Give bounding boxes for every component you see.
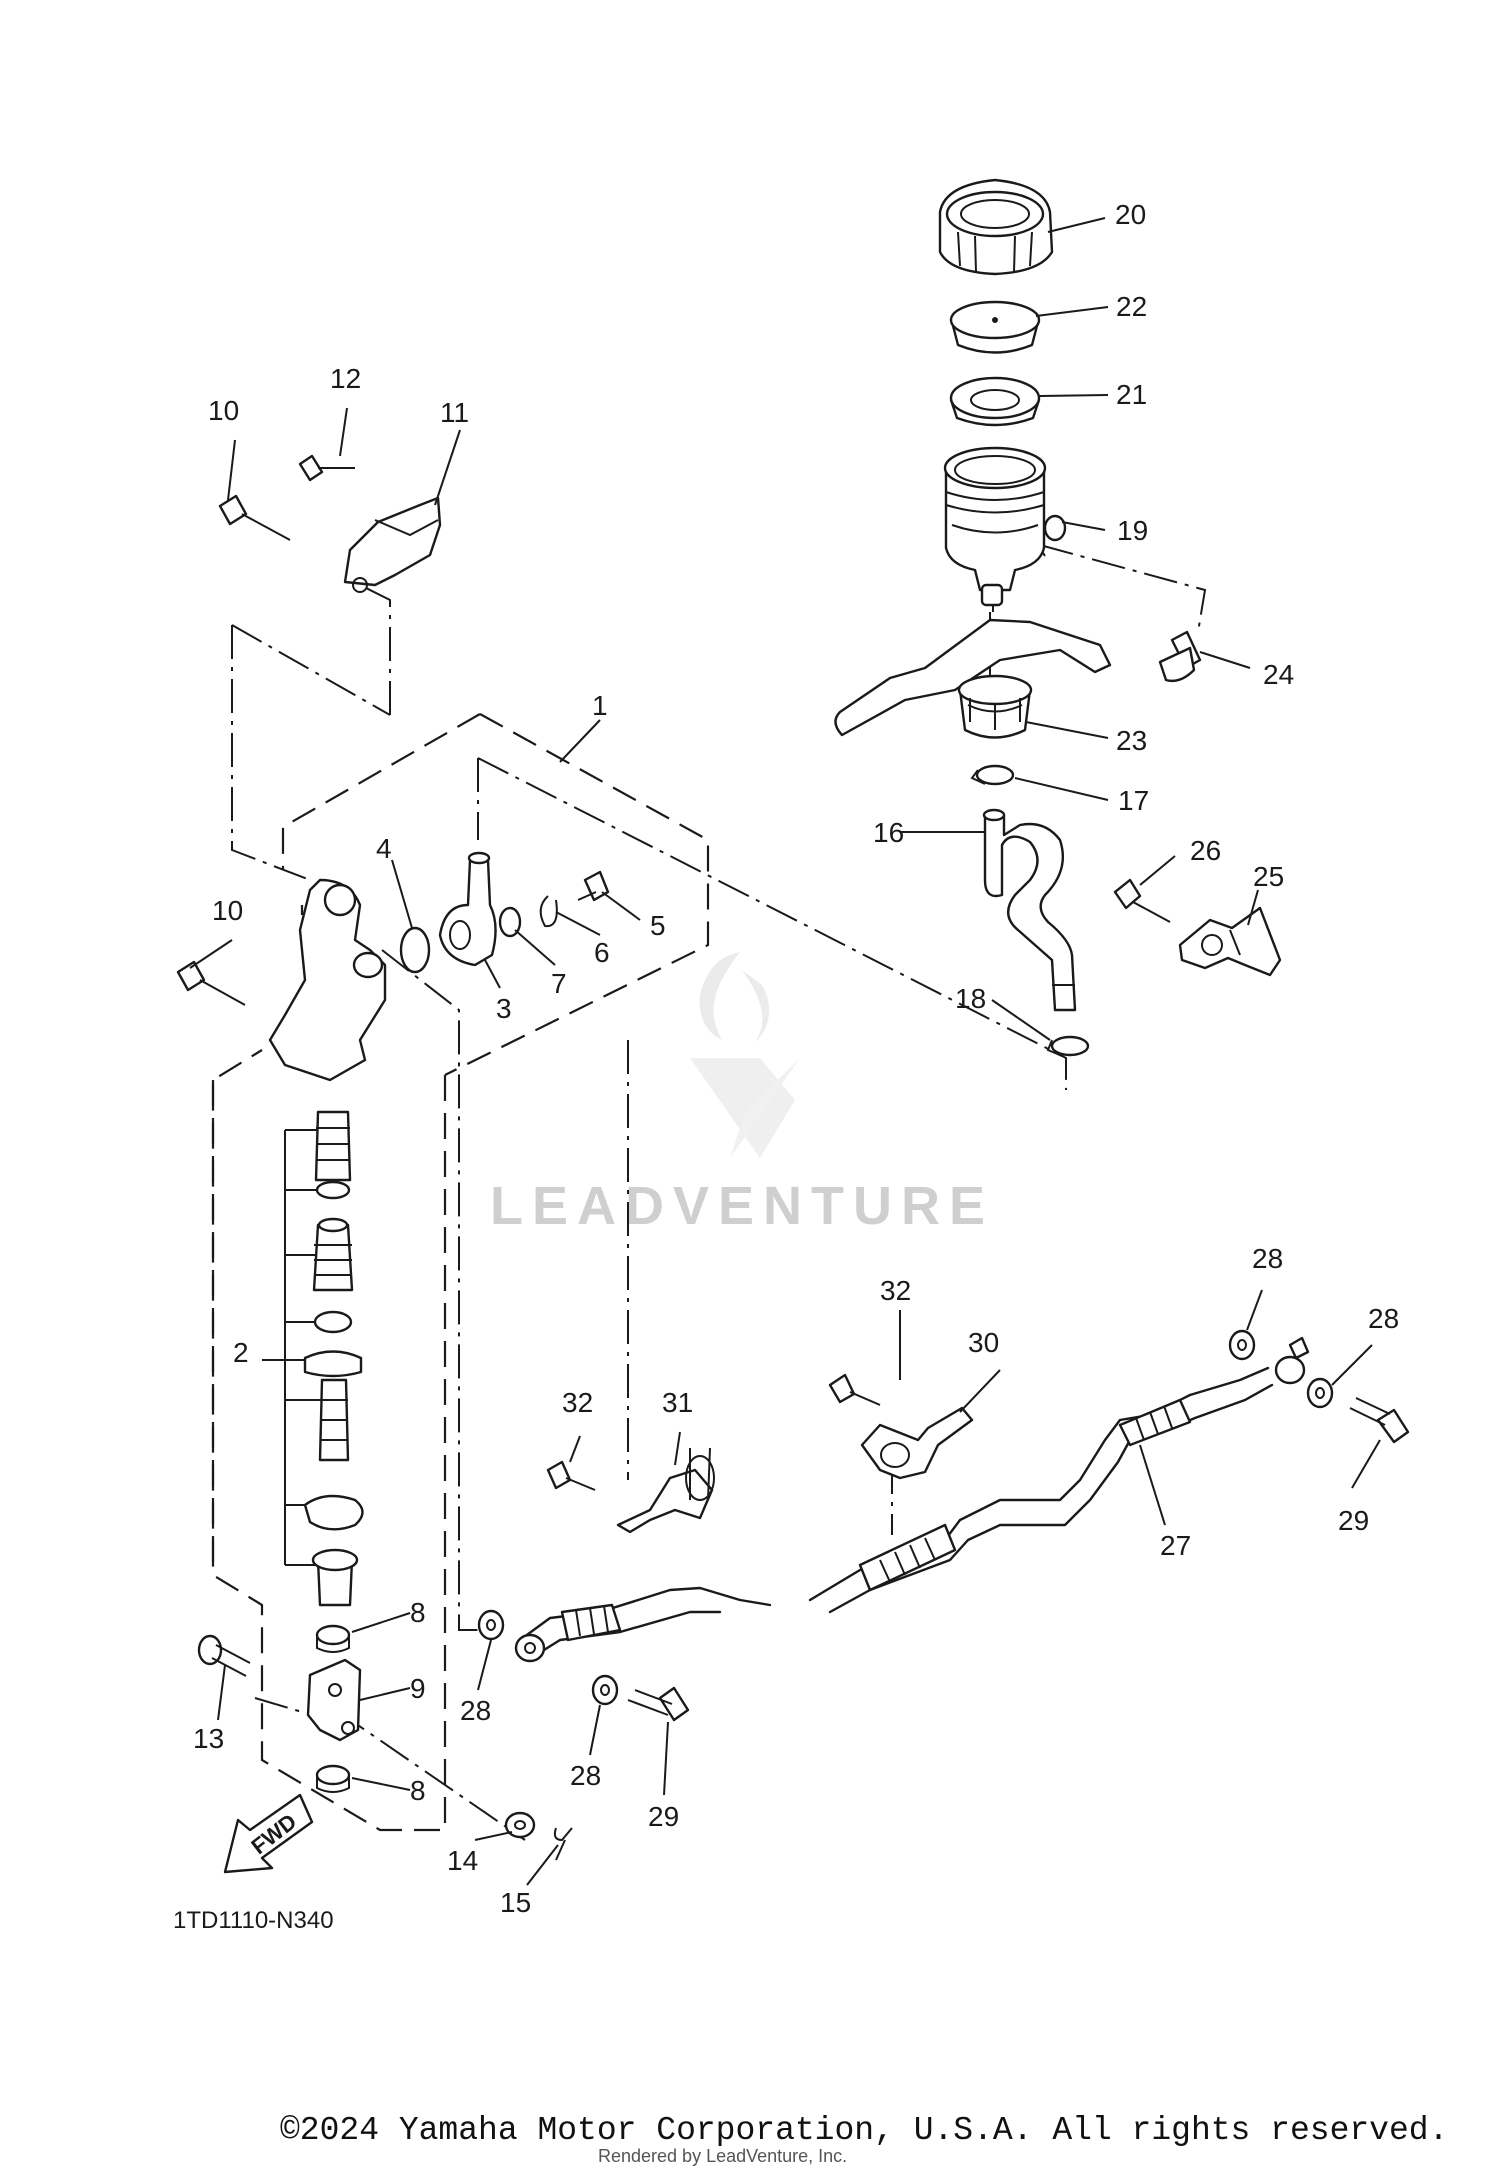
callout-11: 11 — [440, 397, 469, 428]
part-6-circlip — [539, 895, 558, 928]
callout-8-lower: 8 — [410, 1775, 426, 1806]
part-26-bolt — [1113, 878, 1171, 923]
callout-26: 26 — [1190, 835, 1221, 866]
part-16-reservoir-hose — [982, 808, 1077, 1012]
callout-27: 27 — [1160, 1530, 1191, 1561]
part-24-screw — [1158, 630, 1202, 683]
callout-28-c: 28 — [1252, 1243, 1283, 1274]
part-29-bolt-a — [627, 1686, 690, 1722]
guide-line-bracket-upper — [231, 624, 391, 716]
master-cylinder-body — [268, 878, 387, 1082]
callout-1: 1 — [592, 690, 608, 721]
callout-7: 7 — [551, 968, 567, 999]
part-10-bolt-lower — [176, 960, 246, 1006]
callout-28-a: 28 — [460, 1695, 491, 1726]
callout-8-upper: 8 — [410, 1597, 426, 1628]
callout-14: 14 — [447, 1845, 478, 1876]
callout-20: 20 — [1115, 199, 1146, 230]
part-28-washer-a — [477, 1609, 505, 1641]
callout-labels: 1 2 3 4 5 6 7 8 8 9 10 10 11 12 13 14 15… — [193, 199, 1399, 1918]
callout-9: 9 — [410, 1673, 426, 1704]
part-10-bolt-upper — [218, 494, 291, 541]
watermark-text: LEADVENTURE — [490, 1176, 994, 1236]
callout-2: 2 — [233, 1337, 249, 1368]
callout-31: 31 — [662, 1387, 693, 1418]
part-13-pin — [197, 1634, 251, 1677]
callout-18: 18 — [955, 983, 986, 1014]
rendered-by-notice: Rendered by LeadVenture, Inc. — [598, 2146, 848, 2166]
callout-32-b: 32 — [562, 1387, 593, 1418]
part-28-washer-c — [1228, 1329, 1256, 1361]
callout-5: 5 — [650, 910, 666, 941]
callout-6: 6 — [594, 937, 610, 968]
part-25-hose-guide — [1178, 906, 1282, 977]
part-27-brake-hose — [514, 1336, 1310, 1663]
part-21-diaphragm — [949, 376, 1041, 427]
part-17-hose-clip — [970, 764, 1015, 786]
callout-13: 13 — [193, 1723, 224, 1754]
assembly-1-outline — [211, 713, 710, 1832]
part-22-diaphragm-plate — [949, 300, 1041, 354]
callout-17: 17 — [1118, 785, 1149, 816]
callout-3: 3 — [496, 993, 512, 1024]
callout-4: 4 — [376, 833, 392, 864]
part-11-bracket — [343, 496, 442, 593]
callout-10-upper: 10 — [208, 395, 239, 426]
copyright-notice: ©2024 Yamaha Motor Corporation, U.S.A. A… — [280, 2112, 1449, 2149]
fwd-arrow-icon: FWD — [223, 1793, 314, 1874]
part-3-joint — [438, 851, 497, 967]
part-28-washer-b — [591, 1674, 619, 1706]
part-29-bolt-b — [1349, 1397, 1410, 1444]
guide-line-screw-24 — [1034, 539, 1207, 633]
callout-22: 22 — [1116, 291, 1147, 322]
part-9-clevis — [306, 1658, 362, 1742]
guide-line-bracket — [231, 584, 391, 881]
part-32-bolt-b — [828, 1373, 881, 1406]
part-12-bolt — [298, 454, 355, 482]
part-14-washer — [504, 1811, 536, 1839]
part-30-hose-clamp — [860, 1406, 974, 1480]
part-4-o-ring — [399, 926, 431, 974]
callout-21: 21 — [1116, 379, 1147, 410]
part-23-holder-bracket — [834, 618, 1112, 739]
part-5-bolt — [577, 870, 610, 902]
part-19-reservoir — [943, 446, 1067, 607]
part-8-nut-lower — [315, 1764, 351, 1793]
part-31-hose-clamp — [616, 1447, 715, 1534]
guide-line-pin — [254, 1697, 526, 1841]
watermark-logo — [690, 952, 800, 1158]
callout-32-a: 32 — [880, 1275, 911, 1306]
callout-23: 23 — [1116, 725, 1147, 756]
callout-30: 30 — [968, 1327, 999, 1358]
diagram-code: 1TD1110-N340 — [173, 1907, 334, 1934]
part-18-hose-clip — [1046, 1035, 1090, 1057]
callout-12: 12 — [330, 363, 361, 394]
callout-25: 25 — [1253, 861, 1284, 892]
part-32-bolt-a — [546, 1460, 596, 1491]
leader-lines — [189, 217, 1381, 1886]
part-15-cotter-pin — [553, 1827, 573, 1861]
part-2-piston-kit — [262, 1110, 364, 1607]
part-8-nut-upper — [315, 1624, 351, 1653]
part-20-reservoir-cap — [938, 178, 1054, 276]
callout-24: 24 — [1263, 659, 1294, 690]
callout-15: 15 — [500, 1887, 531, 1918]
callout-29-a: 29 — [648, 1801, 679, 1832]
part-28-washer-d — [1306, 1377, 1334, 1409]
part-7-washer — [498, 906, 522, 938]
callout-29-b: 29 — [1338, 1505, 1369, 1536]
callout-10-lower: 10 — [212, 895, 243, 926]
callout-28-b: 28 — [570, 1760, 601, 1791]
callout-16: 16 — [873, 817, 904, 848]
callout-28-d: 28 — [1368, 1303, 1399, 1334]
guide-line-hose — [477, 757, 1067, 1090]
guide-line-pushrod — [381, 949, 490, 1631]
callout-19: 19 — [1117, 515, 1148, 546]
